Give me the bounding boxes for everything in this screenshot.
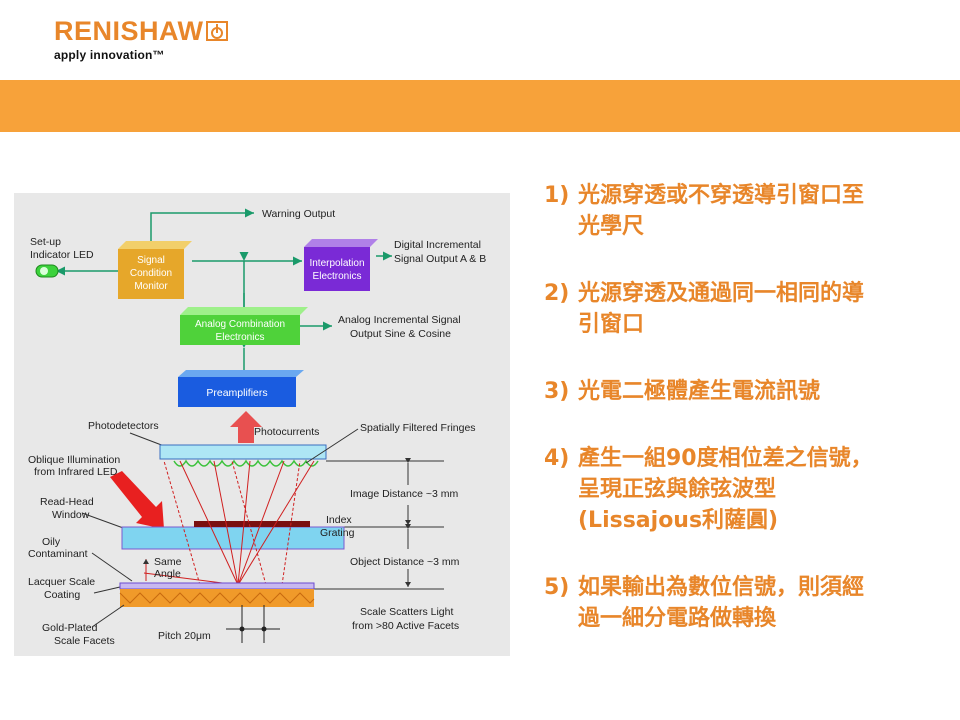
gold-scale <box>120 589 314 607</box>
lacquer-label-1: Lacquer Scale <box>28 576 95 588</box>
analog-combination-box: Analog Combination Electronics <box>180 307 308 345</box>
analog-output-label-1: Analog Incremental Signal <box>338 314 461 326</box>
oily-label-1: Oily <box>42 536 61 548</box>
list-item: 5) 如果輸出為數位信號，則須經 過一細分電路做轉換 <box>544 572 944 634</box>
signal-connectors <box>56 208 392 375</box>
index-grating <box>194 521 310 527</box>
list-item: 4) 產生一組90度相位差之信號， 呈現正弦與餘弦波型 (Lissajous利薩… <box>544 443 944 536</box>
pitch-markers <box>226 605 280 643</box>
fringes-label: Spatially Filtered Fringes <box>360 422 476 434</box>
interpolation-electronics-box: Interpolation Electronics <box>304 239 378 291</box>
oblique-label-2: from Infrared LED <box>34 466 118 478</box>
digital-output-label-2: Signal Output A & B <box>394 253 486 265</box>
digital-output-label-1: Digital Incremental <box>394 239 481 251</box>
renishaw-logo: RENISHAW apply innovation™ <box>54 16 228 62</box>
logo-tagline: apply innovation™ <box>54 48 165 62</box>
led-icon <box>35 264 59 278</box>
fringe-wave <box>173 459 319 467</box>
photodetector-plate <box>159 444 327 460</box>
title-banner <box>0 80 960 132</box>
encoder-diagram: Warning Output Set-up Indicator LED Sign… <box>14 193 510 656</box>
oily-label-2: Contaminant <box>28 548 88 560</box>
image-distance-label: Image Distance ~3 mm <box>350 488 459 500</box>
list-item-text: 光源穿透及通過同一相同的導 引窗口 <box>578 281 865 337</box>
object-distance-label: Object Distance ~3 mm <box>350 556 460 568</box>
illumination-arrow-icon <box>110 471 164 529</box>
photodetectors-label: Photodetectors <box>88 420 159 432</box>
list-item-number: 4) <box>544 446 570 471</box>
list-item-number: 5) <box>544 575 570 600</box>
same-angle-label-1: Same <box>154 556 182 568</box>
pitch-label: Pitch 20μm <box>158 630 211 642</box>
analog-box-label-1: Analog Combination <box>195 319 285 330</box>
scatters-label-2: from >80 Active Facets <box>352 620 459 632</box>
readhead-label-2: Window <box>52 509 90 521</box>
list-item: 1) 光源穿透或不穿透導引窗口至 光學尺 <box>544 180 944 242</box>
photocurrents-label: Photocurrents <box>254 426 319 438</box>
scatters-label-1: Scale Scatters Light <box>360 606 453 618</box>
encoder-diagram-svg: Warning Output Set-up Indicator LED Sign… <box>28 208 486 647</box>
list-item-text: 如果輸出為數位信號，則須經 過一細分電路做轉換 <box>578 575 865 631</box>
distance-markers <box>314 458 444 590</box>
setup-led-label-2: Indicator LED <box>30 249 94 261</box>
gold-label-1: Gold-Plated <box>42 622 98 634</box>
preamplifiers-box: Preamplifiers <box>178 370 304 407</box>
list-item: 3) 光電二極體產生電流訊號 <box>544 376 944 407</box>
analog-output-label-2: Output Sine & Cosine <box>350 328 451 340</box>
index-label-2: Grating <box>320 527 355 539</box>
list-item-text: 光電二極體產生電流訊號 <box>578 379 821 404</box>
explanation-list: 1) 光源穿透或不穿透導引窗口至 光學尺 2) 光源穿透及通過同一相同的導 引窗… <box>544 180 944 634</box>
signal-box-label-3: Monitor <box>134 281 168 292</box>
list-item: 2) 光源穿透及通過同一相同的導 引窗口 <box>544 278 944 340</box>
index-label-1: Index <box>326 514 352 526</box>
photocurrents-arrow-icon <box>230 411 262 443</box>
scale-facets <box>119 592 315 604</box>
light-rays <box>143 460 315 586</box>
renishaw-mark-icon <box>205 21 228 41</box>
preamp-label: Preamplifiers <box>206 387 267 399</box>
list-item-number: 3) <box>544 379 570 404</box>
signal-box-label-2: Condition <box>130 268 172 279</box>
list-item-text: 光源穿透或不穿透導引窗口至 光學尺 <box>578 183 865 239</box>
lacquer-coating <box>119 582 315 590</box>
same-angle-label-2: Angle <box>154 568 181 580</box>
readhead-window <box>121 526 345 550</box>
oblique-label-1: Oblique Illumination <box>28 454 120 466</box>
warning-output-label: Warning Output <box>262 208 335 220</box>
signal-condition-monitor-box: Signal Condition Monitor <box>118 241 192 299</box>
list-item-text: 產生一組90度相位差之信號， 呈現正弦與餘弦波型 (Lissajous利薩圓) <box>578 446 873 533</box>
analog-box-label-2: Electronics <box>216 332 265 343</box>
readhead-label-1: Read-Head <box>40 496 94 508</box>
list-item-number: 1) <box>544 183 570 208</box>
interp-box-label-2: Electronics <box>313 271 362 282</box>
setup-led-label-1: Set-up <box>30 236 61 248</box>
lacquer-label-2: Coating <box>44 589 80 601</box>
list-item-number: 2) <box>544 281 570 306</box>
signal-box-label-1: Signal <box>137 255 165 266</box>
gold-label-2: Scale Facets <box>54 635 115 647</box>
logo-wordmark: RENISHAW <box>54 16 228 46</box>
interp-box-label-1: Interpolation <box>309 258 364 269</box>
